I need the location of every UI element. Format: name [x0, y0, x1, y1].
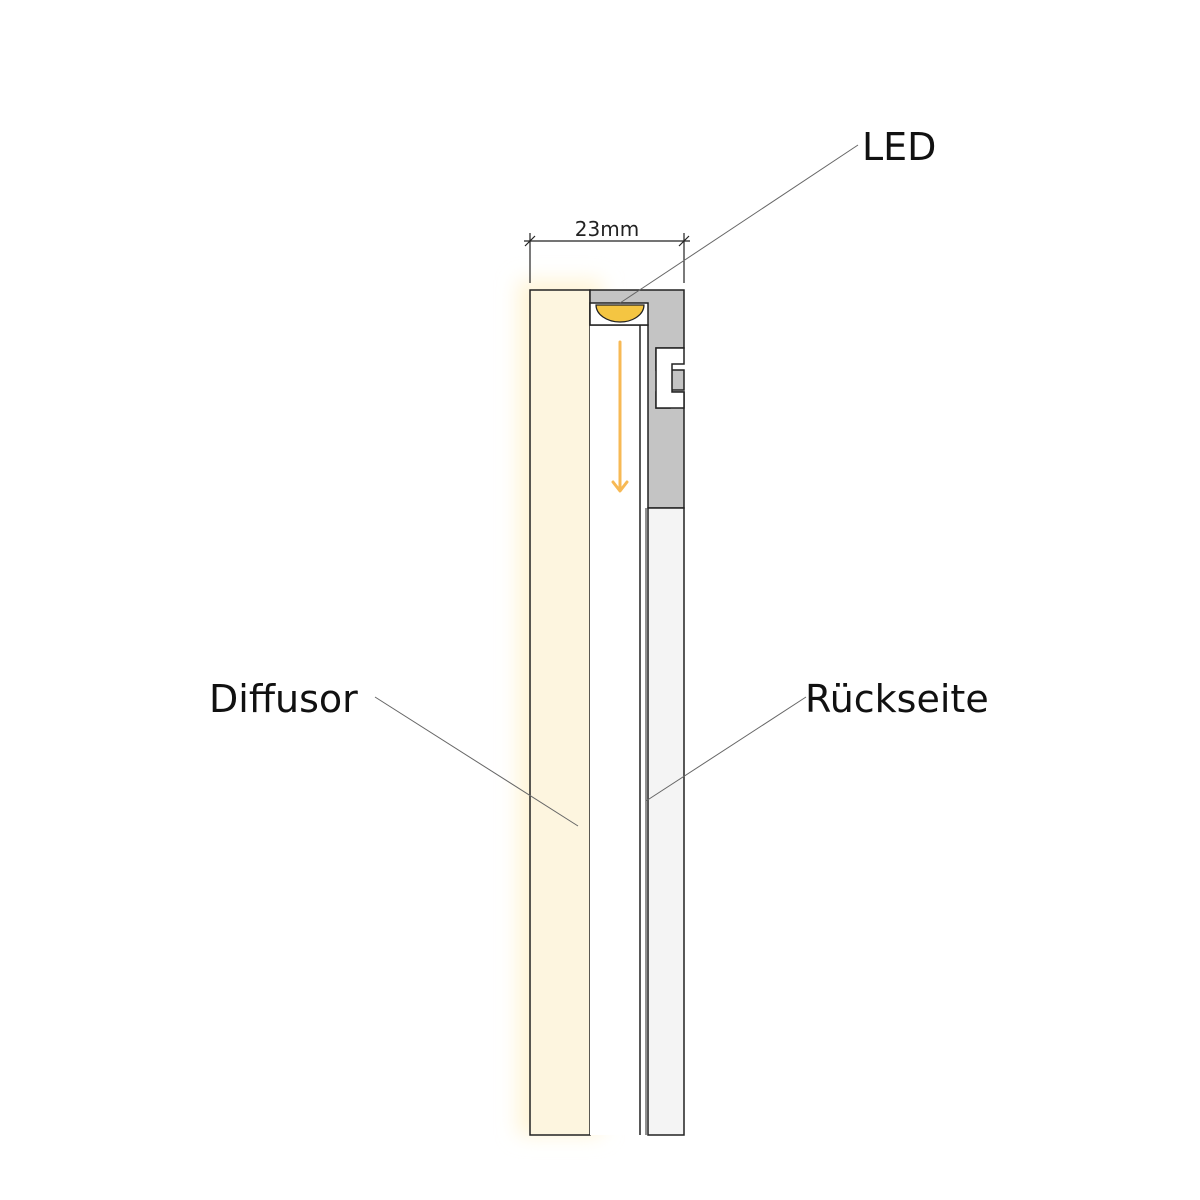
light-direction-arrow: [611, 340, 629, 493]
led-leader-line: [619, 144, 859, 304]
led-dome: [595, 304, 645, 323]
back-panel: [647, 507, 685, 1136]
diffusor-label: Diffusor: [209, 677, 358, 721]
led-label: LED: [862, 125, 936, 169]
dimension-marker: [524, 233, 690, 283]
dimension-label: 23mm: [575, 217, 639, 241]
profile-t-slot: [655, 347, 685, 409]
rueckseite-leader-line: [645, 696, 807, 802]
light-channel: [590, 325, 640, 1135]
diffusor-panel: [529, 289, 591, 1136]
diffusor-leader-line: [374, 696, 579, 827]
rueckseite-label: Rückseite: [805, 677, 989, 721]
